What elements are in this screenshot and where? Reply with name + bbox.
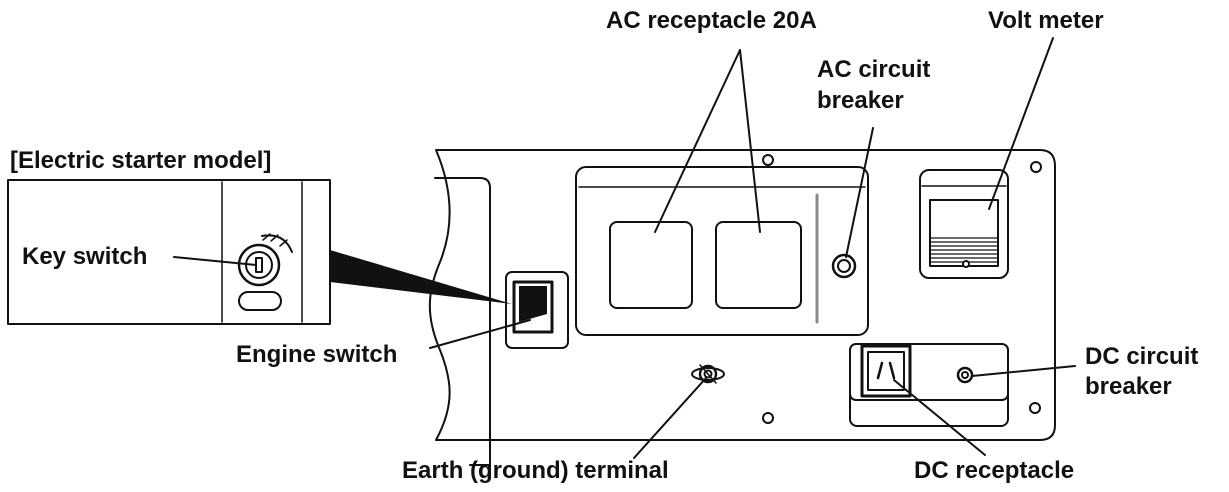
leader-earth-terminal: [633, 377, 707, 459]
zoom-wedge: [330, 250, 512, 304]
label-ac-receptacle: AC receptacle 20A: [606, 7, 817, 34]
label-volt-meter: Volt meter: [988, 7, 1104, 34]
label-earth-terminal: Earth (ground) terminal: [402, 457, 669, 484]
panel-inner-edge: [434, 177, 491, 466]
label-dc-breaker-line1: DC circuit: [1085, 343, 1199, 370]
leader-dc-breaker: [971, 365, 1076, 377]
label-electric-starter-model: [Electric starter model]: [10, 147, 272, 174]
volt-meter-face: [929, 199, 999, 267]
leader-ac-breaker: [845, 127, 874, 258]
screw-bottom: [762, 412, 774, 424]
leader-volt-meter: [988, 37, 1054, 210]
ac-circuit-breaker-outer: [831, 253, 857, 279]
label-engine-switch: Engine switch: [236, 341, 398, 368]
ac-circuit-breaker-inner: [837, 259, 851, 273]
ac-receptacle-right: [715, 221, 802, 309]
leader-engine-switch: [429, 319, 531, 349]
leader-ac-left: [654, 49, 741, 233]
leader-key-switch: [173, 256, 257, 266]
label-key-switch: Key switch: [22, 243, 148, 270]
dc-circuit-breaker-inner: [961, 371, 969, 379]
key-switch-slot: [238, 291, 282, 311]
leader-ac-right: [739, 49, 761, 233]
earth-terminal: [691, 364, 725, 384]
screw-top: [762, 154, 774, 166]
label-dc-breaker-line2: breaker: [1085, 373, 1172, 400]
screw-top-right: [1030, 161, 1042, 173]
label-dc-receptacle: DC receptacle: [914, 457, 1075, 484]
ac-receptacle-left: [609, 221, 693, 309]
label-ac-breaker-line1: AC circuit: [817, 56, 931, 83]
leader-dc-receptacle: [893, 379, 986, 456]
label-ac-breaker-line2: breaker: [817, 87, 904, 114]
screw-bottom-right: [1029, 402, 1041, 414]
